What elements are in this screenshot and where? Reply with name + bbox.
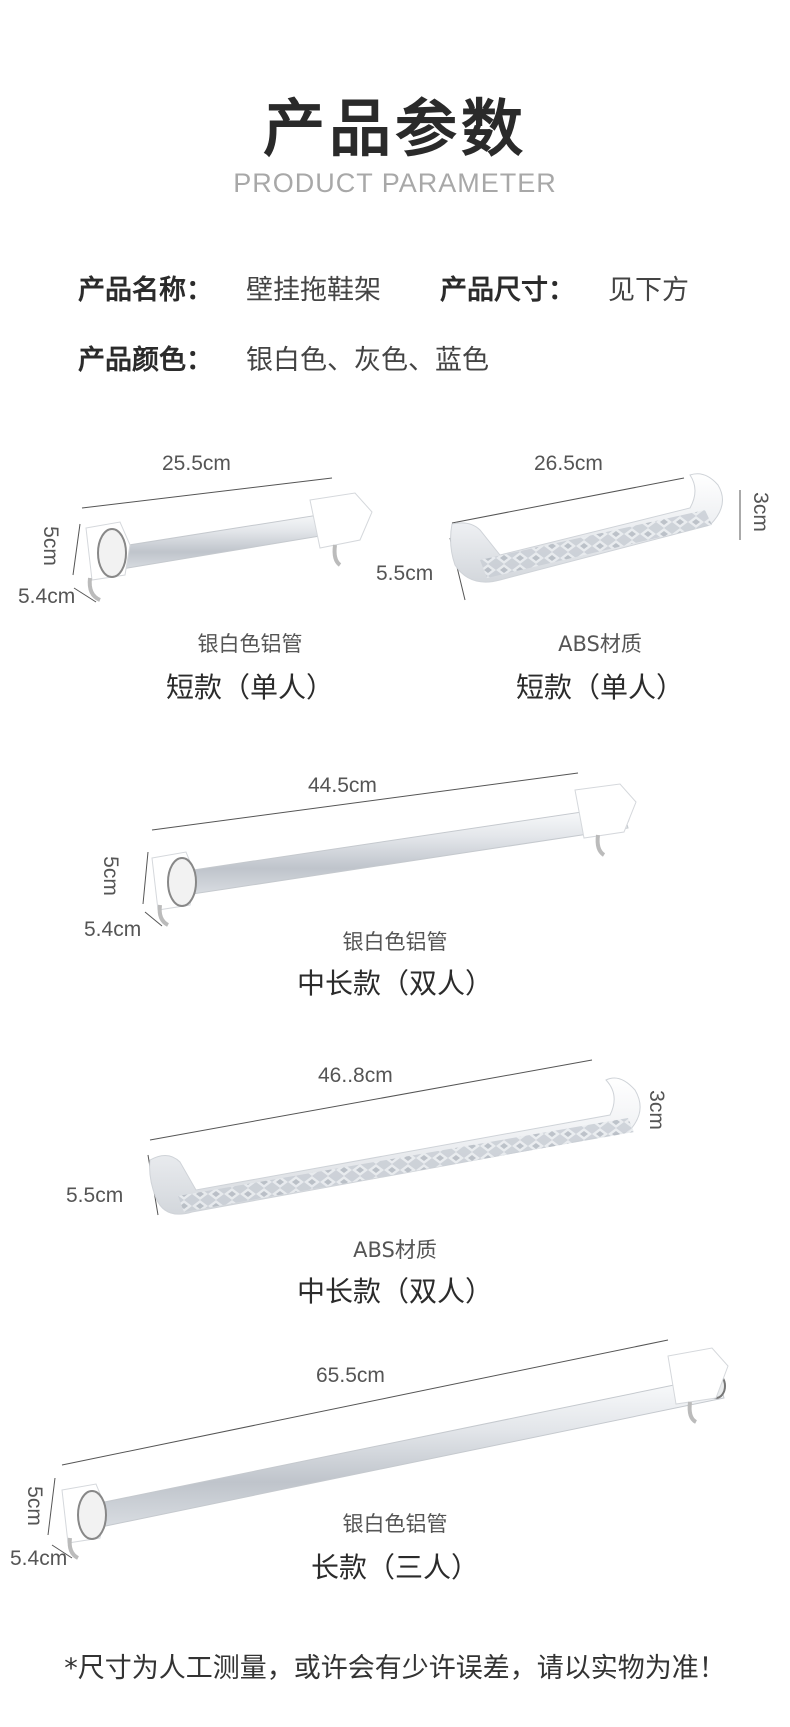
spec-color-label: 产品颜色： xyxy=(78,345,213,376)
product-1-depth: 5.4cm xyxy=(18,585,76,608)
product-1-rack xyxy=(72,477,373,603)
product-2-height: 3cm xyxy=(749,492,772,532)
product-2-rack xyxy=(449,473,741,601)
product-5-height: 5cm xyxy=(23,1486,46,1526)
measurement-note: *尺寸为人工测量，或许会有少许误差，请以实物为准！ xyxy=(64,1653,726,1684)
product-5-depth: 5.4cm xyxy=(10,1547,68,1570)
product-5-material: 银白色铝管 xyxy=(342,1512,448,1536)
product-3-rack xyxy=(142,772,637,927)
product-3-depth: 5.4cm xyxy=(84,918,142,941)
page-subtitle: PRODUCT PARAMETER xyxy=(233,168,557,198)
product-5-model: 长款（三人） xyxy=(310,1551,479,1584)
product-4-length: 46..8cm xyxy=(318,1064,393,1087)
product-2-depth: 5.5cm xyxy=(376,562,434,585)
product-4-rack xyxy=(147,1059,641,1216)
spec-name-value: 壁挂拖鞋架 xyxy=(246,275,381,306)
product-3-model: 中长款（双人） xyxy=(296,967,493,1000)
product-4-height: 3cm xyxy=(645,1090,668,1130)
product-5-rack xyxy=(47,1339,729,1560)
product-3-length: 44.5cm xyxy=(308,774,377,797)
spec-name-label: 产品名称： xyxy=(78,275,213,306)
product-4-material: ABS材质 xyxy=(353,1238,437,1262)
spec-size-label: 产品尺寸： xyxy=(440,275,575,306)
product-2-material: ABS材质 xyxy=(558,632,642,656)
product-2-model: 短款（单人） xyxy=(515,671,684,704)
spec-size-value: 见下方 xyxy=(608,275,689,306)
product-3-material: 银白色铝管 xyxy=(342,930,448,954)
product-5-length: 65.5cm xyxy=(316,1364,385,1387)
spec-color-value: 银白色、灰色、蓝色 xyxy=(246,345,489,376)
product-1-material: 银白色铝管 xyxy=(197,632,303,656)
product-4-depth: 5.5cm xyxy=(66,1184,124,1207)
product-3-height: 5cm xyxy=(99,856,122,896)
product-1-model: 短款（单人） xyxy=(165,671,334,704)
product-1-height: 5cm xyxy=(39,526,62,566)
product-4-model: 中长款（双人） xyxy=(296,1275,493,1308)
product-2-length: 26.5cm xyxy=(534,452,603,475)
product-1-length: 25.5cm xyxy=(162,452,231,475)
page-title: 产品参数 xyxy=(262,92,527,165)
